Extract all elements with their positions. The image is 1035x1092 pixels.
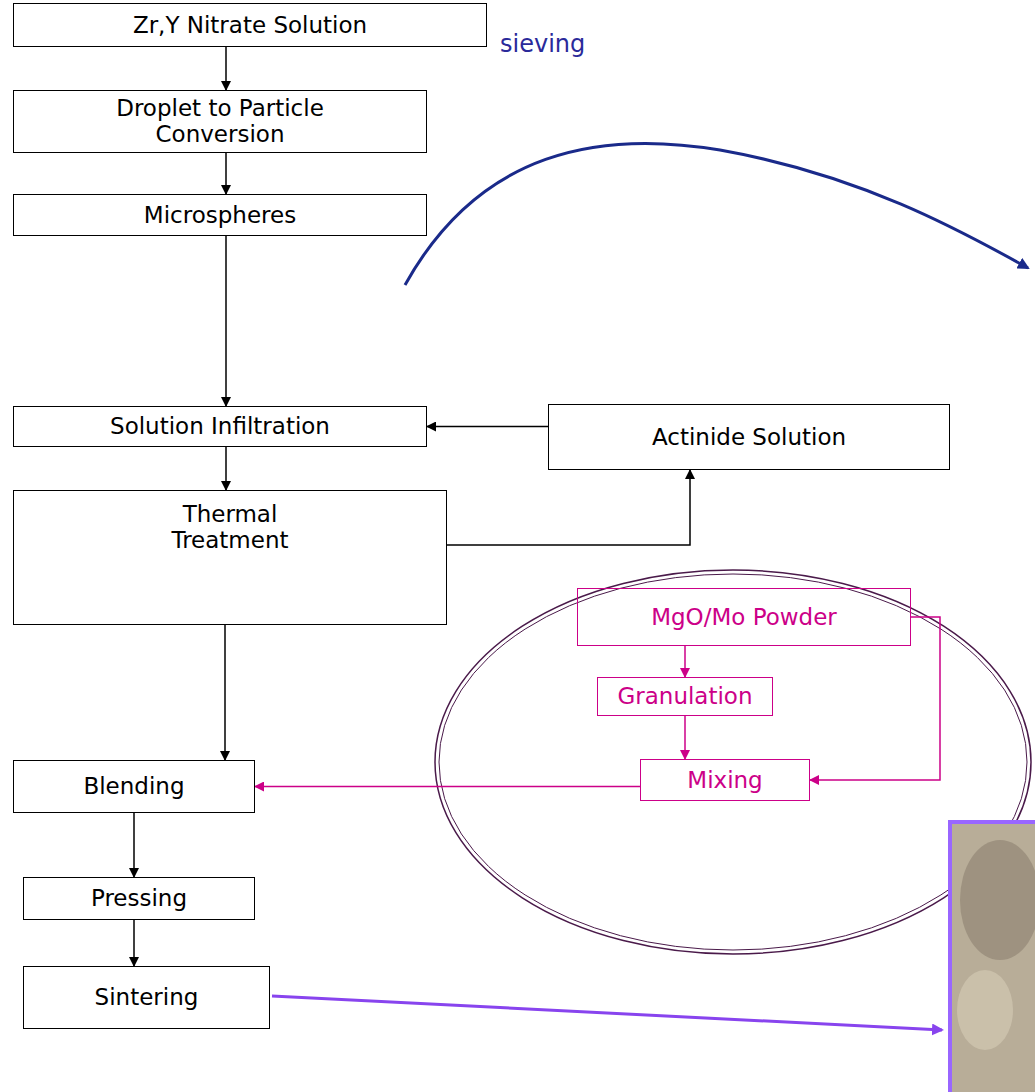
flow-arrow <box>255 786 640 788</box>
sieving-arrow <box>405 143 1028 285</box>
process-box: Pressing <box>23 877 255 920</box>
process-box: Sintering <box>23 966 270 1029</box>
box-label: Blending <box>83 773 184 799</box>
flow-arrow <box>225 236 227 406</box>
process-box: Zr,Y Nitrate Solution <box>13 3 487 47</box>
process-box: Actinide Solution <box>548 404 950 470</box>
flow-arrow <box>224 625 226 760</box>
additive-process-box: Mixing <box>640 759 810 801</box>
flow-arrow <box>427 426 548 428</box>
micrograph-grain <box>957 970 1013 1050</box>
micrograph-grain <box>960 840 1035 960</box>
additive-process-box: Granulation <box>597 677 773 716</box>
box-label: Zr,Y Nitrate Solution <box>133 12 367 38</box>
flow-arrow <box>225 447 227 490</box>
group-ellipse <box>435 570 1031 954</box>
flow-arrow <box>810 617 940 780</box>
box-label: Solution Infiltration <box>110 413 330 439</box>
box-label: Granulation <box>617 683 752 709</box>
process-box: Solution Infiltration <box>13 406 427 447</box>
flow-arrow <box>225 47 227 90</box>
box-label: Microspheres <box>144 202 296 228</box>
box-label: Pressing <box>91 885 187 911</box>
result-arrow <box>272 996 942 1030</box>
flow-arrow <box>447 470 690 545</box>
process-box: Blending <box>13 760 255 813</box>
micrograph-photo <box>950 822 1035 1092</box>
box-label: Mixing <box>687 767 762 793</box>
process-box: Thermal Treatment <box>13 490 447 625</box>
box-label: MgO/Mo Powder <box>651 604 837 630</box>
additive-process-box: MgO/Mo Powder <box>577 588 911 646</box>
group-ellipse-inner <box>439 574 1027 950</box>
process-box: Droplet to Particle Conversion <box>13 90 427 153</box>
flow-arrow <box>684 646 686 677</box>
flow-arrow <box>684 716 686 759</box>
box-label: Actinide Solution <box>652 424 846 450</box>
flow-arrow <box>225 153 227 194</box>
step-annotation: sieving <box>500 30 585 58</box>
flow-arrow <box>133 813 135 877</box>
process-box: Microspheres <box>13 194 427 236</box>
box-label: Sintering <box>95 984 199 1010</box>
box-label: Droplet to Particle Conversion <box>70 95 370 148</box>
box-label: Thermal Treatment <box>145 501 315 554</box>
flow-arrow <box>133 920 135 966</box>
